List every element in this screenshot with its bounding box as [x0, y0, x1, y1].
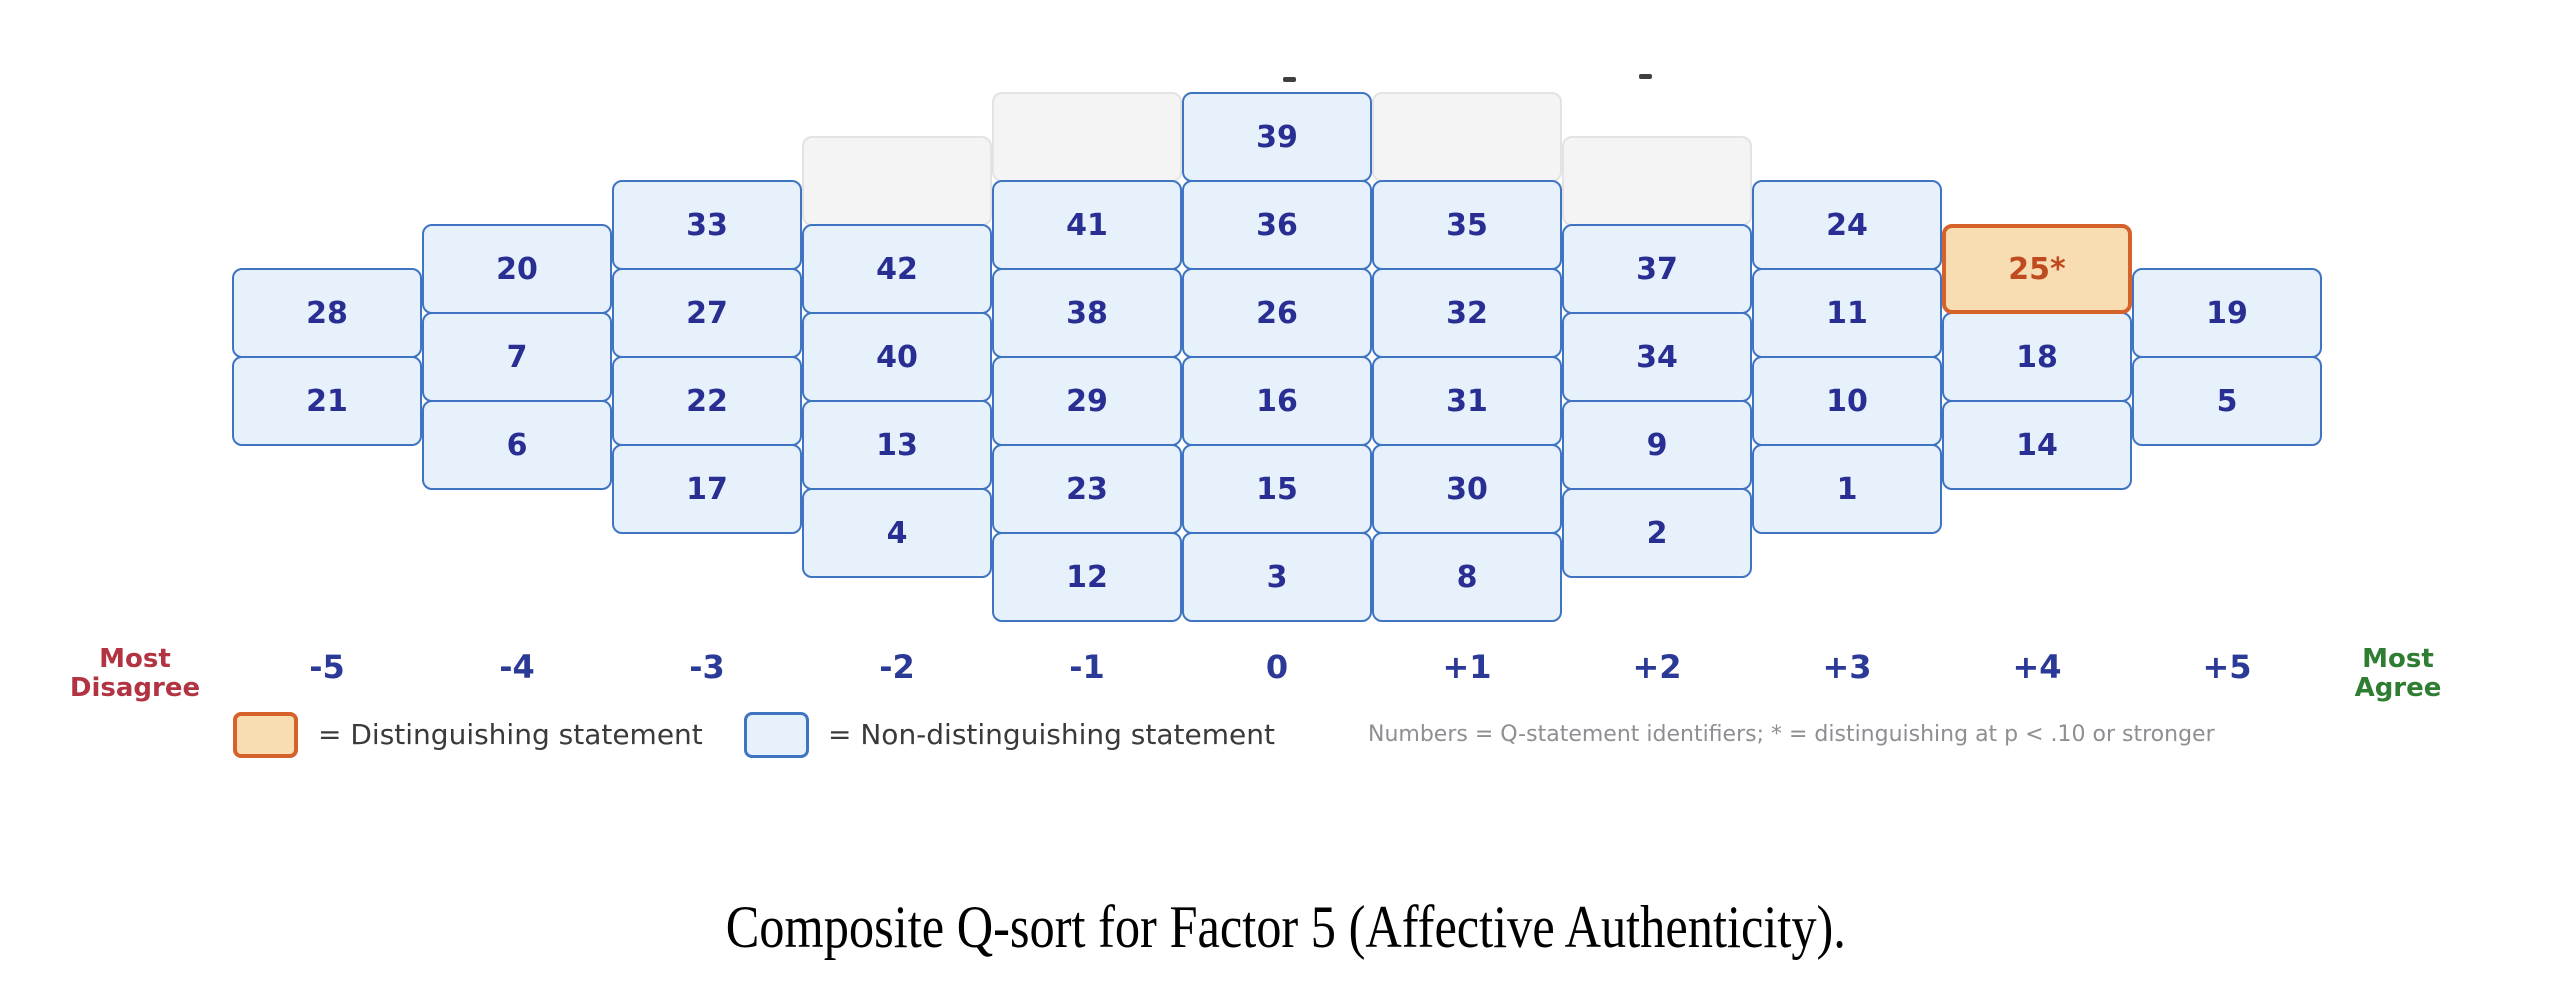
qsort-cell-11: 11: [1752, 268, 1942, 358]
qsort-cell-26: 26: [1182, 268, 1372, 358]
most-agree-line1: Most: [2362, 644, 2434, 674]
axis-label-0: 0: [1265, 648, 1289, 686]
qsort-cell-41: 41: [992, 180, 1182, 270]
qsort-cell-38: 38: [992, 268, 1182, 358]
most-disagree-label: Most Disagree: [55, 644, 215, 704]
axis-label-+4: +4: [2012, 648, 2062, 686]
qsort-cell-18: 18: [1942, 312, 2132, 402]
qsort-empty-slot: [802, 136, 992, 226]
qsort-cell-13: 13: [802, 400, 992, 490]
qsort-cell-22: 22: [612, 356, 802, 446]
legend-note: Numbers = Q-statement identifiers; * = d…: [1368, 722, 2215, 747]
qsort-cell-1: 1: [1752, 444, 1942, 534]
qsort-cell-12: 12: [992, 532, 1182, 622]
qsort-cell-5: 5: [2132, 356, 2322, 446]
qsort-cell-16: 16: [1182, 356, 1372, 446]
figure-caption: Composite Q-sort for Factor 5 (Affective…: [725, 894, 1847, 960]
qsort-cell-36: 36: [1182, 180, 1372, 270]
qsort-cell-7: 7: [422, 312, 612, 402]
most-agree-line2: Agree: [2354, 673, 2442, 704]
qsort-cell-39: 39: [1182, 92, 1372, 182]
legend-distinguishing-swatch: [233, 712, 298, 758]
qsort-cell-2: 2: [1562, 488, 1752, 578]
legend-non-distinguishing-label: = Non-distinguishing statement: [828, 718, 1275, 751]
qsort-cell-8: 8: [1372, 532, 1562, 622]
axis-label--1: -1: [1069, 648, 1105, 686]
figure-caption-wrap: Composite Q-sort for Factor 5 (Affective…: [0, 893, 2572, 962]
qsort-cell-15: 15: [1182, 444, 1372, 534]
axis-label--3: -3: [689, 648, 725, 686]
qsort-cell-25-distinguishing: 25*: [1942, 224, 2132, 314]
qsort-cell-34: 34: [1562, 312, 1752, 402]
qsort-cell-23: 23: [992, 444, 1182, 534]
cropped-text-artifact: [1283, 77, 1296, 82]
axis-label-+1: +1: [1442, 648, 1492, 686]
axis-label--5: -5: [309, 648, 345, 686]
axis-label-+2: +2: [1632, 648, 1682, 686]
qsort-cell-42: 42: [802, 224, 992, 314]
qsort-cell-21: 21: [232, 356, 422, 446]
qsort-cell-35: 35: [1372, 180, 1562, 270]
qsort-cell-24: 24: [1752, 180, 1942, 270]
qsort-cell-20: 20: [422, 224, 612, 314]
legend-non-distinguishing-swatch: [744, 712, 809, 758]
legend-distinguishing-label: = Distinguishing statement: [318, 718, 703, 751]
most-agree-label: Most Agree: [2338, 644, 2458, 704]
qsort-cell-40: 40: [802, 312, 992, 402]
qsort-cell-17: 17: [612, 444, 802, 534]
qsort-cell-30: 30: [1372, 444, 1562, 534]
qsort-cell-19: 19: [2132, 268, 2322, 358]
qsort-empty-slot: [992, 92, 1182, 182]
axis-label--2: -2: [879, 648, 915, 686]
qsort-cell-37: 37: [1562, 224, 1752, 314]
qsort-cell-6: 6: [422, 400, 612, 490]
qsort-cell-29: 29: [992, 356, 1182, 446]
qsort-cell-10: 10: [1752, 356, 1942, 446]
axis-label-+5: +5: [2202, 648, 2252, 686]
qsort-cell-9: 9: [1562, 400, 1752, 490]
most-disagree-line2: Disagree: [69, 673, 201, 704]
qsort-cell-14: 14: [1942, 400, 2132, 490]
qsort-cell-31: 31: [1372, 356, 1562, 446]
qsort-cell-28: 28: [232, 268, 422, 358]
qsort-cell-27: 27: [612, 268, 802, 358]
qsort-cell-33: 33: [612, 180, 802, 270]
most-disagree-line1: Most: [99, 644, 171, 674]
qsort-empty-slot: [1372, 92, 1562, 182]
qsort-cell-4: 4: [802, 488, 992, 578]
axis-label--4: -4: [499, 648, 535, 686]
qsort-cell-3: 3: [1182, 532, 1372, 622]
axis-label-+3: +3: [1822, 648, 1872, 686]
qsort-empty-slot: [1562, 136, 1752, 226]
qsort-cell-32: 32: [1372, 268, 1562, 358]
cropped-text-artifact: [1639, 74, 1652, 79]
